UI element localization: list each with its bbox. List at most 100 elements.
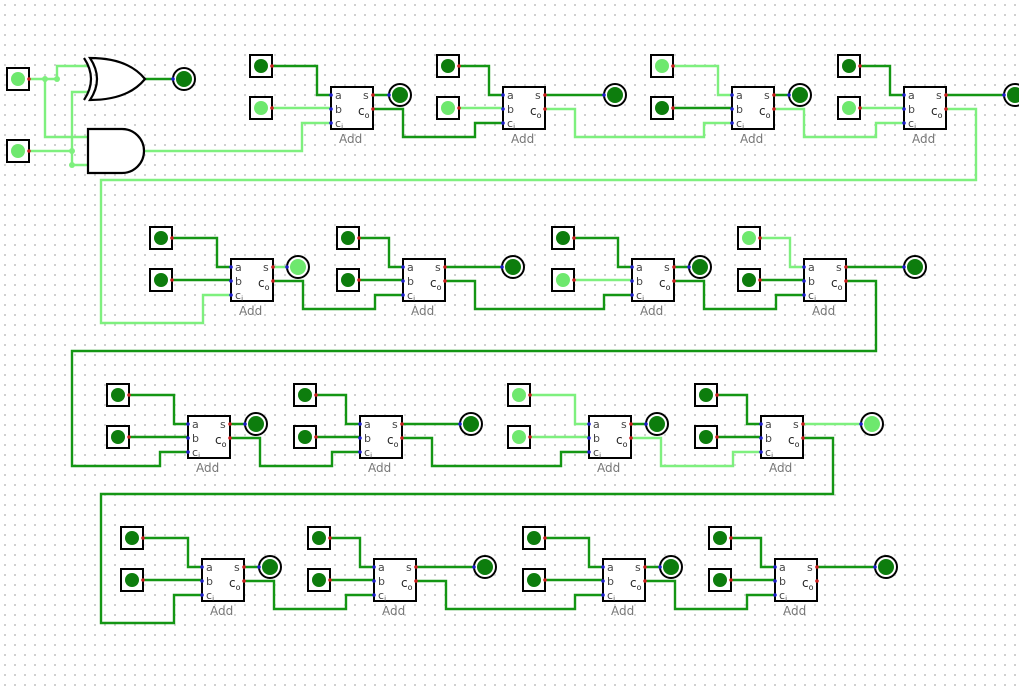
adder-13-input-a[interactable] [120,526,145,550]
adder-15-input-a-port [543,536,547,540]
adder-10-input-b-port [314,435,318,439]
half-adder-input-a[interactable] [6,67,31,91]
wire [758,236,806,269]
xor-gate-back-arc [83,57,93,101]
adder-4-input-b-port [858,106,862,110]
adder-8-input-b[interactable] [737,268,762,292]
adder-input-port [329,93,333,97]
wire [271,279,405,311]
adder-input-port [759,422,763,426]
adder-5-input-a[interactable] [149,226,174,250]
adder-4-input-a-state-dot [842,59,856,73]
adder-input-port [329,107,333,111]
adder-15-input-b[interactable] [522,568,547,592]
adder-6-sum-led [500,255,525,279]
adder-9-input-a[interactable] [106,383,131,407]
adder-3-input-a-port [671,64,675,68]
adder-input-port [587,436,591,440]
adder-output-port [672,279,676,283]
adder-4-sum-led-lamp [1007,87,1019,103]
adder-4-input-b-state-dot [842,101,856,115]
adder-6-input-b-port [357,278,361,282]
adder-16-input-a[interactable] [708,526,733,550]
adder-14-input-b[interactable] [307,568,332,592]
adder-16-input-b-port [729,578,733,582]
adder-input-port [200,579,204,583]
adder-7-input-a[interactable] [551,226,576,250]
adder-8-input-a[interactable] [737,226,762,250]
adder-5-input-b[interactable] [149,268,174,292]
wire [400,436,591,468]
adder-pin-a-label: a [808,261,815,274]
adder-7-input-b[interactable] [551,268,576,292]
and-gate[interactable] [86,127,146,175]
adder-10-input-a[interactable] [293,383,318,407]
adder-12-body [760,415,804,459]
adder-12-input-b[interactable] [694,425,719,449]
adder-5-input-a-port [170,236,174,240]
adder-10-input-b-state-dot [298,430,312,444]
adder-11-input-a-state-dot [512,388,526,402]
adder-1-input-b[interactable] [249,96,274,120]
adder-input-port [358,422,362,426]
adder-name-label: Add [511,132,534,146]
wire [443,279,634,311]
adder-14-sum-led-port [472,565,476,569]
adder-1-sum-led-port [387,93,391,97]
adder-4-sum-led-port [1002,93,1006,97]
adder-11-input-b[interactable] [507,425,532,449]
adder-16-input-b[interactable] [708,568,733,592]
adder-10-body [359,415,403,459]
adder-pin-cin-label: ci [593,446,601,460]
adder-2-input-a[interactable] [436,54,461,78]
adder-pin-a-label: a [607,561,614,574]
adder-2-input-a-state-dot [441,59,455,73]
adder-10-input-b[interactable] [293,425,318,449]
adder-15-input-a[interactable] [522,526,547,550]
adder-11-input-a[interactable] [507,383,532,407]
xor-gate[interactable] [83,56,147,102]
adder-3-sum-led-lamp [792,87,808,103]
adder-15-sum-led [658,555,683,579]
adder-input-port [401,265,405,269]
adder-input-port [372,593,376,597]
adder-pin-b-label: b [808,275,815,288]
adder-3-input-a[interactable] [650,54,675,78]
half-adder-input-b[interactable] [6,139,31,163]
adder-4-input-a[interactable] [837,54,862,78]
adder-6-input-a[interactable] [336,226,361,250]
adder-2-input-b[interactable] [436,96,461,120]
adder-1-input-a[interactable] [249,54,274,78]
adder-input-port [358,436,362,440]
adder-13-input-b[interactable] [120,568,145,592]
adder-output-port [944,107,948,111]
adder-9-input-b[interactable] [106,425,131,449]
adder-4-input-b[interactable] [837,96,862,120]
adder-output-port [443,265,447,269]
adder-pin-cin-label: ci [736,117,744,131]
adder-pin-a-label: a [765,418,772,431]
adder-3-input-b[interactable] [650,96,675,120]
adder-6-input-b[interactable] [336,268,361,292]
adder-12-input-a[interactable] [694,383,719,407]
adder-1-input-a-port [270,64,274,68]
adder-14-input-a[interactable] [307,526,332,550]
adder-output-port [672,265,676,269]
adder-5-sum-led [285,255,310,279]
